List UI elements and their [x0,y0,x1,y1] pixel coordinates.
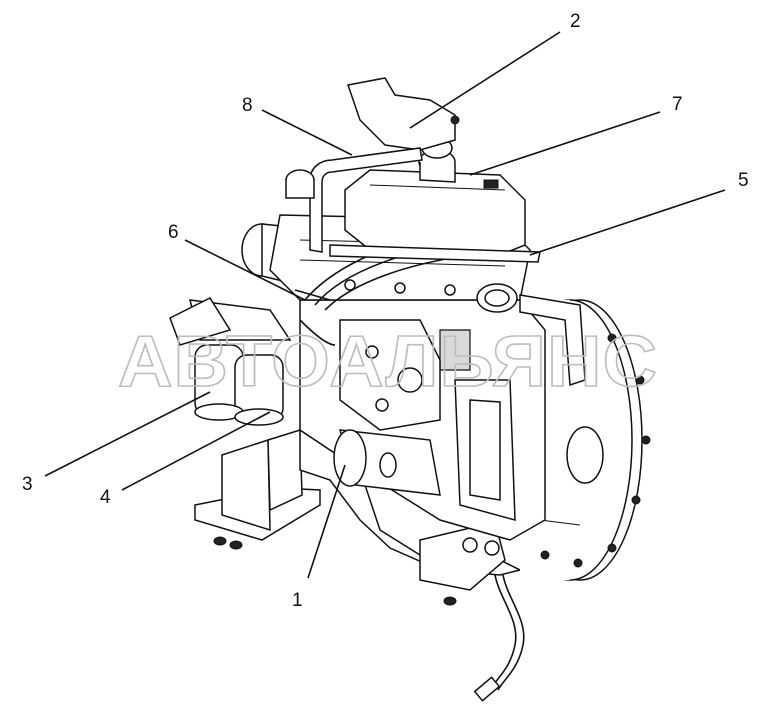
right-engine-bracket [519,294,586,387]
callout-8: 8 [242,95,253,116]
callout-3: 3 [22,474,33,495]
watermark-text: АВТОАЛЬЯНС [118,322,658,402]
callout-7: 7 [672,94,683,115]
lifting-bracket [347,77,460,151]
fuel-filters [169,297,292,426]
leader-line-3 [44,391,211,477]
leader-line-5 [529,189,726,256]
leader-line-7 [469,111,661,176]
callout-numbers: 1 2 3 4 5 6 7 8 [22,11,749,611]
head-gasket-rail [329,244,541,263]
leader-line-8 [261,109,353,156]
leader-line-6 [184,239,306,301]
injection-pump [339,319,441,431]
callout-6: 6 [168,222,179,243]
leader-line-1 [307,464,346,579]
right-mount-bracket [419,521,506,606]
engine-drawing [169,77,651,702]
leader-line-4 [121,411,271,491]
oil-filler-cap [285,169,315,199]
oil-dipstick-tube [473,574,525,702]
callout-5: 5 [738,170,749,191]
breather-tube [309,147,423,253]
leader-line-2 [409,31,561,129]
callout-1: 1 [292,590,303,611]
starter-motor [333,429,441,496]
callout-2: 2 [570,11,581,32]
callout-leaders [44,31,726,579]
callout-4: 4 [100,487,111,508]
left-mount-bracket [194,428,321,550]
